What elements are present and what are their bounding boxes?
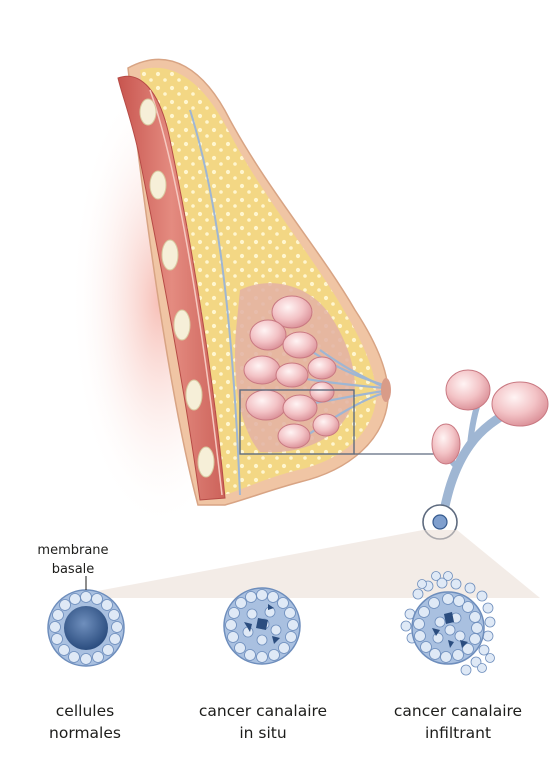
label-cancer-infiltrant: cancer canalaire infiltrant [368,700,548,744]
label-line: cancer canalaire [368,700,548,722]
label-line: infiltrant [368,722,548,744]
rib [198,447,214,477]
rib [162,240,178,270]
rib [140,99,156,125]
label-cancer-in-situ: cancer canalaire in situ [173,700,353,744]
label-line: membrane [18,541,128,560]
label-membrane-basale: membrane basale [18,541,128,579]
label-line: in situ [173,722,353,744]
nipple [381,378,391,402]
label-line: cellules [20,700,150,722]
rib [186,380,202,410]
label-line: basale [18,560,128,579]
lobule-cluster-icon [423,370,548,539]
rib [174,310,190,340]
label-line: normales [20,722,150,744]
label-line: cancer canalaire [173,700,353,722]
rib [150,171,166,199]
label-cellules-normales: cellules normales [20,700,150,744]
in-situ-duct-cross-section-icon [224,588,300,664]
